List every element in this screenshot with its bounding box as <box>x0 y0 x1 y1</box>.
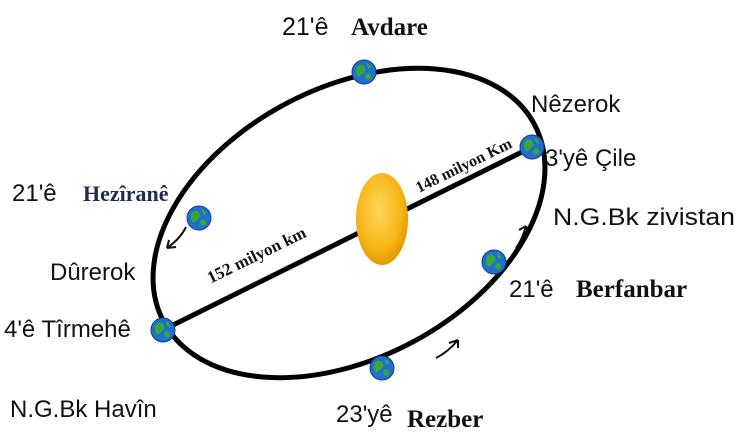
berfanbar-month-label: Berfanbar <box>576 276 687 303</box>
berfanbar-day-label: 21'ê <box>509 276 554 303</box>
heziran-day-label: 21'ê <box>12 180 57 207</box>
curved-arrow-icon <box>435 339 459 359</box>
rezber-day-label: 23'yê <box>336 401 393 428</box>
earth-icon <box>481 249 507 275</box>
summer-solstice-label: N.G.Bk Havîn <box>10 396 157 423</box>
earth-icon <box>186 205 212 231</box>
avdare-month-label: Avdare <box>351 14 428 41</box>
curved-arrow-icon <box>166 226 187 249</box>
avdare-day-label: 21'ê <box>282 13 328 41</box>
earth-icon <box>150 317 176 343</box>
heziran-month-label: Hezîranê <box>83 181 169 206</box>
earth-icon <box>519 134 545 160</box>
earth-icon <box>351 59 377 85</box>
rezber-month-label: Rezber <box>407 406 483 433</box>
apsides-line <box>161 144 534 333</box>
winter-solstice-label: N.G.Bk zivistan <box>553 204 735 231</box>
earth-icon <box>369 355 395 381</box>
tirmehe-date-label: 4'ê Tîrmehê <box>4 316 131 343</box>
far-distance-label: 152 milyon km <box>204 223 309 287</box>
near-distance-label: 148 milyon Km <box>413 135 515 197</box>
earth-orbit <box>150 65 548 381</box>
sun-icon <box>356 173 408 265</box>
curved-arrow-icon <box>515 225 529 249</box>
perihelion-label: Nêzerok <box>531 91 621 118</box>
aphelion-label: Dûrerok <box>50 259 136 286</box>
cile-date-label: 3'yê Çile <box>545 145 636 172</box>
